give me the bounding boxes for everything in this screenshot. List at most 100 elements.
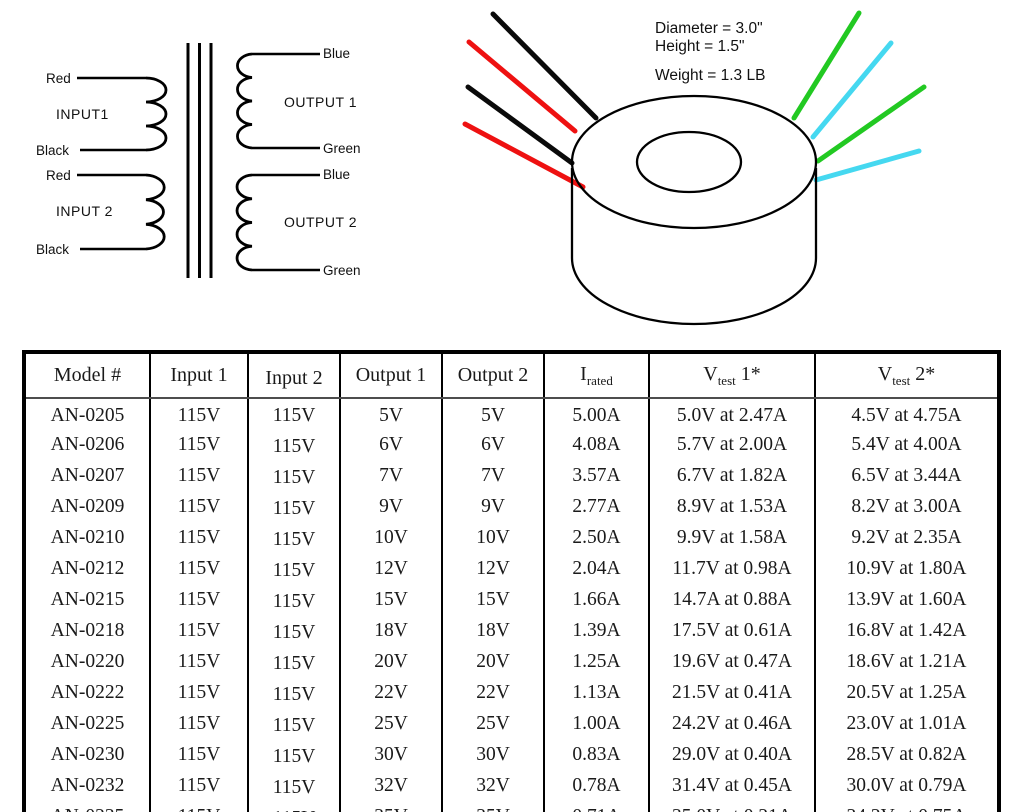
table-cell: AN-0209 [50,495,125,517]
coil-input1 [145,76,168,152]
table-cell: 24.2V at 0.46A [648,708,815,739]
table-cell: 1.00A [543,708,649,739]
table-cell: 6.7V at 1.82A [648,460,815,491]
lead-wire-black [465,84,575,166]
table-cell: 17.5V at 0.61A [648,615,815,646]
table-cell: 12V [339,553,442,584]
lead-label: Red [46,168,71,183]
table-cell: 10V [441,522,544,553]
table-cell: 6.5V at 3.44A [814,460,999,491]
table-cell: AN-0215 [50,588,125,610]
primary-leads [462,11,599,190]
winding-output2: Blue OUTPUT 2 Green [235,167,361,278]
lead-wire-red [466,39,578,134]
spec-annotations: Diameter = 3.0" Height = 1.5" Weight = 1… [655,20,765,84]
table-cell: 2.04A [543,553,649,584]
table-cell: AN-0205 [50,405,125,427]
table-cell: 115V [149,677,248,708]
table-cell: AN-0222 [50,681,125,703]
table-cell: 5.4V at 4.00A [814,429,999,460]
table-cell: 115V [149,429,248,460]
table-cell: 15V [441,584,544,615]
table-cell: 9V [441,491,544,522]
winding-input1: Red INPUT1 Black [36,71,168,158]
weight-spec: Weight = 1.3 LB [655,67,765,84]
table-cell: 18.6V at 1.21A [814,646,999,677]
table-cell: 35.0V at 0.21A [648,801,815,812]
table-cell: 1.66A [543,584,649,615]
table-cell: 5.00A [543,398,649,429]
table-cell: AN-0225 [50,712,125,734]
table-cell: 15V [339,584,442,615]
table-cell: 16.8V at 1.42A [814,615,999,646]
coil-output1 [236,52,253,150]
table-cell: 30.0V at 0.79A [814,770,999,801]
column-header: Input 1 [149,352,248,399]
lead-wire-cyan [813,148,922,183]
table-cell: AN-0235 [24,801,150,812]
toroid-hole [635,130,743,194]
table-cell: 7V [339,460,442,491]
column-header: Output 2 [441,352,544,399]
table-cell: 22V [339,677,442,708]
table-cell: 115V [247,770,340,801]
table-cell: 13.9V at 1.60A [814,584,999,615]
winding-label: INPUT1 [56,106,109,122]
table-cell: 115V [247,522,340,553]
lead-wire-green [791,10,862,121]
column-header: Vtest 1* [648,352,815,399]
column-header: Output 1 [339,352,442,399]
table-cell: 25V [339,708,442,739]
toroid-drawing: Diameter = 3.0" Height = 1.5" Weight = 1… [462,10,927,326]
table-cell: 31.4V at 0.45A [648,770,815,801]
table-cell: 115V [247,429,340,460]
table-cell: 0.78A [543,770,649,801]
secondary-leads [791,10,927,183]
table-cell: 10V [339,522,442,553]
table-cell: 115V [149,460,248,491]
table-cell: 7V [441,460,544,491]
table-cell: 6V [441,429,544,460]
table-cell: AN-0210 [50,526,125,548]
table-cell: 3.57A [543,460,649,491]
table-cell: 32V [339,770,442,801]
table-cell: 8.9V at 1.53A [648,491,815,522]
lead-label: Red [46,71,71,86]
table-cell: 115V [247,460,340,491]
table-cell: 5.0V at 2.47A [648,398,815,429]
table-cell: AN-0232 [50,774,125,796]
table-cell: 35V [441,801,544,812]
table-cell: 115V [149,770,248,801]
table-cell: 115V [247,491,340,522]
table-cell: 29.0V at 0.40A [648,739,815,770]
column-header: Irated [543,352,649,399]
lead-label: Blue [323,46,350,61]
coil-input2 [145,173,166,251]
lead-label: Black [36,143,69,158]
table-cell: 30V [441,739,544,770]
table-cell: 115V [149,491,248,522]
table-cell: 10.9V at 1.80A [814,553,999,584]
table-cell: AN-0206 [50,433,125,455]
lead-wire-red [462,121,586,190]
table-cell: 115V [149,646,248,677]
table-cell: 9.2V at 2.35A [814,522,999,553]
table-cell: 23.0V at 1.01A [814,708,999,739]
table-cell: 21.5V at 0.41A [648,677,815,708]
winding-label: OUTPUT 1 [284,94,357,110]
table-cell: 115V [247,677,340,708]
winding-label: INPUT 2 [56,203,113,219]
table-cell: 115V [149,615,248,646]
table-cell: AN-0212 [50,557,125,579]
